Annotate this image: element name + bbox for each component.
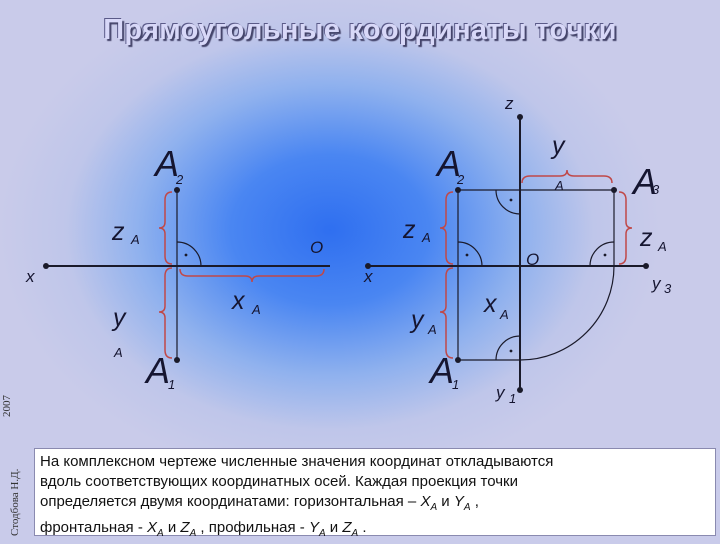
left-yA-subscript: A xyxy=(113,345,123,360)
left-zA-label: z xyxy=(111,218,125,246)
right-angle-dot-4 xyxy=(509,349,513,353)
caption-punct: . xyxy=(358,519,367,536)
caption-conj: и xyxy=(437,493,454,510)
var-subscript: A xyxy=(463,502,471,513)
right-A2-label: A xyxy=(435,143,461,184)
right-angle-dot-2 xyxy=(509,198,513,202)
z-axis-label: z xyxy=(504,94,514,113)
left-origin-label: O xyxy=(310,238,323,257)
var-letter: Z xyxy=(342,519,352,536)
left-A2-subscript: 2 xyxy=(175,172,184,187)
var-subscript: A xyxy=(351,528,359,539)
var-subscript: A xyxy=(318,528,326,539)
right-zA-label: z xyxy=(402,216,416,244)
A3-label: A xyxy=(631,161,657,202)
right-angle-dot-3 xyxy=(603,253,607,257)
var-letter: X xyxy=(420,493,431,510)
top-yA-subscript: A xyxy=(554,178,564,193)
left-yA-label: y xyxy=(111,304,127,332)
right-zA-profile-brace xyxy=(618,191,633,265)
caption-var-ZA: ZA xyxy=(180,519,197,539)
profile-zA-label: z xyxy=(639,224,653,252)
top-yA-label: y xyxy=(550,132,566,160)
left-A1-subscript: 1 xyxy=(168,377,175,392)
left-zA-brace xyxy=(158,191,173,265)
var-letter: X xyxy=(147,519,158,536)
caption-line-2: вдоль соответствующих координатных осей.… xyxy=(40,473,518,490)
var-letter: Z xyxy=(180,519,190,536)
right-A2-subscript: 2 xyxy=(456,172,465,187)
left-xA-brace xyxy=(179,268,325,283)
left-right-angle-mark xyxy=(176,241,202,267)
left-xA-subscript: A xyxy=(251,302,261,317)
right-angle-mark-2 xyxy=(495,189,521,215)
left-A1-point xyxy=(174,357,180,363)
right-yA-label: y xyxy=(409,306,425,334)
caption-line-4: фронтальная - XA и ZA , профильная - YA … xyxy=(40,518,709,544)
profile-zA-subscript: A xyxy=(657,239,667,254)
left-zA-subscript: A xyxy=(130,232,140,247)
caption-var-ZA-2: ZA xyxy=(342,519,359,539)
right-y3-axis-dot xyxy=(643,263,649,269)
right-angle-mark-1 xyxy=(457,241,483,267)
caption-punct: , xyxy=(470,493,479,510)
y1-axis-dot xyxy=(517,387,523,393)
explanation-text-box: На комплексном чертеже численные значени… xyxy=(34,448,716,539)
right-xA-label: x xyxy=(483,290,498,318)
left-A1-label: A xyxy=(144,350,170,391)
right-angle-mark-4 xyxy=(495,335,521,361)
page-title: Прямоугольные координаты точки xyxy=(103,14,617,46)
var-subscript: A xyxy=(430,502,438,513)
right-yA-subscript: A xyxy=(427,322,437,337)
left-xA-label: x xyxy=(231,287,246,315)
right-A1-label: A xyxy=(428,350,454,391)
left-projection-diagram: A 2 z A O x x A y A A 1 xyxy=(25,143,330,392)
y3-axis-subscript: 3 xyxy=(664,281,672,296)
caption-line-3: определяется двумя координатами: горизон… xyxy=(40,492,709,518)
caption-line-1: На комплексном чертеже численные значени… xyxy=(40,453,554,470)
var-subscript: A xyxy=(189,528,197,539)
caption-var-XA: XA xyxy=(420,493,438,513)
var-letter: Y xyxy=(453,493,464,510)
y1-axis-label: y xyxy=(495,383,506,402)
right-origin-label: O xyxy=(526,250,539,269)
caption-line-4-text: фронтальная - xyxy=(40,519,147,536)
right-projection-diagram: z A 2 y A A 3 z A z A O x y 3 x A y A A … xyxy=(363,94,672,406)
left-A2-label: A xyxy=(153,143,179,184)
caption-var-YA: YA xyxy=(453,493,471,513)
right-A1-subscript: 1 xyxy=(452,377,459,392)
var-letter: Y xyxy=(308,519,319,536)
left-yA-brace xyxy=(158,267,173,359)
left-A2-point xyxy=(174,187,180,193)
right-A1-point xyxy=(455,357,461,363)
right-zA-subscript: A xyxy=(421,230,431,245)
left-right-angle-dot xyxy=(184,253,188,257)
left-x-axis-dot xyxy=(43,263,49,269)
y3-axis-label: y xyxy=(651,274,662,293)
caption-conj: и xyxy=(163,519,181,536)
right-x-axis-dot xyxy=(365,263,371,269)
caption-conj: и xyxy=(325,519,343,536)
var-subscript: A xyxy=(157,528,164,539)
right-zA-brace xyxy=(439,191,454,265)
caption-var-XA-2: XA xyxy=(147,519,164,539)
z-axis-dot xyxy=(517,114,523,120)
right-A2-point xyxy=(455,187,461,193)
right-xA-subscript: A xyxy=(499,307,509,322)
right-x-label: x xyxy=(363,267,373,286)
A3-point xyxy=(611,187,617,193)
right-angle-dot-1 xyxy=(465,253,469,257)
transfer-arc xyxy=(519,265,615,361)
A3-subscript: 3 xyxy=(652,182,660,197)
y1-axis-subscript: 1 xyxy=(509,391,516,406)
caption-var-YA-2: YA xyxy=(308,519,326,539)
left-x-label: x xyxy=(25,267,35,286)
right-yA-brace xyxy=(439,267,454,359)
caption-mid-text: , профильная - xyxy=(196,519,309,536)
caption-line-3-text: определяется двумя координатами: горизон… xyxy=(40,493,421,510)
right-angle-mark-3 xyxy=(589,241,615,267)
right-yA-top-brace xyxy=(521,169,613,184)
